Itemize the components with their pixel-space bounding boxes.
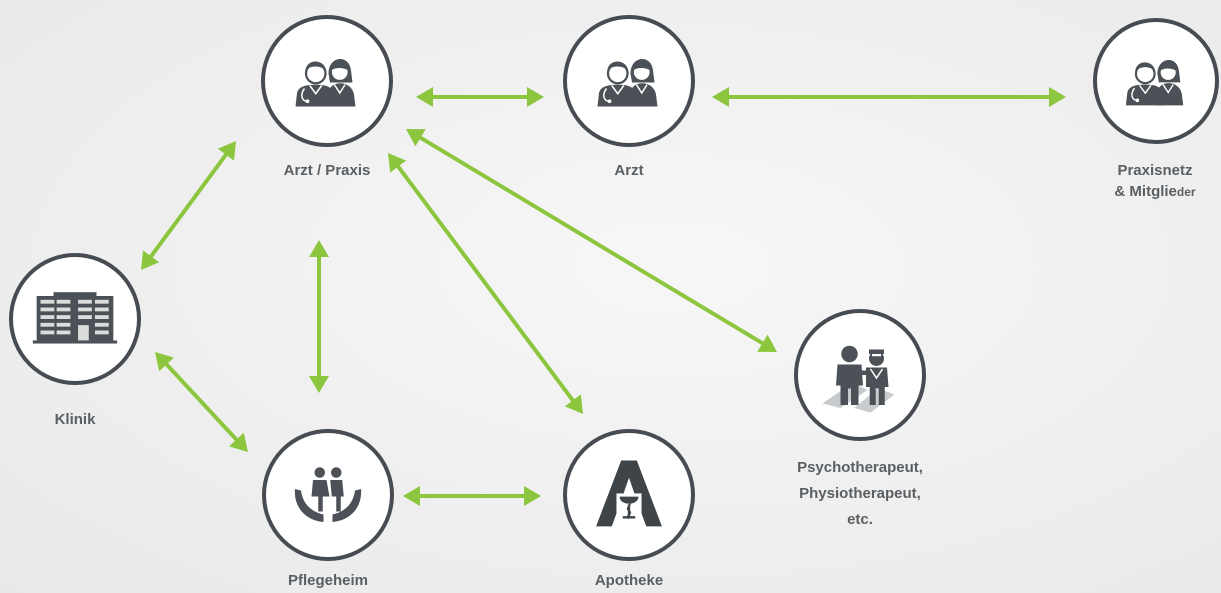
- arrow-head: [564, 394, 583, 414]
- arrow-head: [229, 432, 248, 452]
- arrow-arzt_praxis-klinik: [141, 141, 236, 270]
- arrow-head: [403, 486, 420, 506]
- arrow-shaft: [161, 359, 242, 445]
- arrow-arzt-praxisnetz: [712, 87, 1066, 107]
- node-arzt-circle[interactable]: [563, 15, 695, 147]
- arrow-pflegeheim-apotheke: [403, 486, 541, 506]
- arrow-klinik-pflegeheim: [155, 352, 248, 452]
- arrow-arzt_praxis-therapeut: [406, 129, 777, 352]
- arrow-head: [416, 87, 433, 107]
- hospital-building-icon: [32, 292, 118, 344]
- arrow-head: [712, 87, 729, 107]
- connections-layer: [141, 87, 1066, 506]
- label-praxisnetz-line2-a: & Mitglie: [1114, 183, 1177, 200]
- label-praxisnetz-line2-b: der: [1176, 185, 1196, 199]
- label-praxisnetz: Praxisnetz & Mitglieder: [1091, 160, 1219, 203]
- arrow-head: [309, 240, 329, 257]
- label-apotheke: Apotheke: [594, 572, 664, 589]
- arrow-head: [524, 486, 541, 506]
- label-arzt-praxis: Arzt / Praxis: [283, 162, 371, 179]
- arrow-head: [757, 334, 777, 352]
- label-pflegeheim: Pflegeheim: [287, 572, 369, 589]
- arrow-head: [217, 141, 236, 161]
- node-praxisnetz-circle[interactable]: [1093, 18, 1219, 144]
- label-therapeut: Psychotherapeut, Physiotherapeut, etc.: [770, 455, 950, 533]
- arrow-arzt_praxis-apotheke: [388, 153, 583, 414]
- label-therapeut-line3: etc.: [847, 511, 873, 528]
- arrow-head: [1049, 87, 1066, 107]
- arrow-head: [309, 376, 329, 393]
- node-apotheke-circle[interactable]: [563, 429, 695, 561]
- node-pflegeheim-circle[interactable]: [262, 429, 394, 561]
- node-therapeut-circle[interactable]: [794, 309, 926, 441]
- node-klinik-circle[interactable]: [9, 253, 141, 385]
- label-klinik: Klinik: [54, 411, 96, 428]
- arrow-head: [141, 250, 160, 270]
- node-arzt-praxis-circle[interactable]: [261, 15, 393, 147]
- arrow-shaft: [146, 149, 231, 262]
- arrow-head: [155, 352, 174, 372]
- label-praxisnetz-line1: Praxisnetz: [1117, 162, 1193, 179]
- label-arzt: Arzt: [614, 162, 644, 179]
- arrow-shaft: [415, 133, 768, 348]
- label-therapeut-line1: Psychotherapeut,: [797, 459, 923, 476]
- label-therapeut-line2: Physiotherapeut,: [799, 485, 921, 502]
- arrow-head: [388, 153, 407, 173]
- label-praxisnetz-line2: & Mitglieder: [1091, 181, 1219, 203]
- arrow-arzt_praxis-arzt: [416, 87, 544, 107]
- arrow-head: [527, 87, 544, 107]
- arrow-head: [406, 129, 426, 147]
- arrow-shaft: [393, 161, 578, 406]
- arrow-arzt_praxis-pflegeheim: [309, 240, 329, 393]
